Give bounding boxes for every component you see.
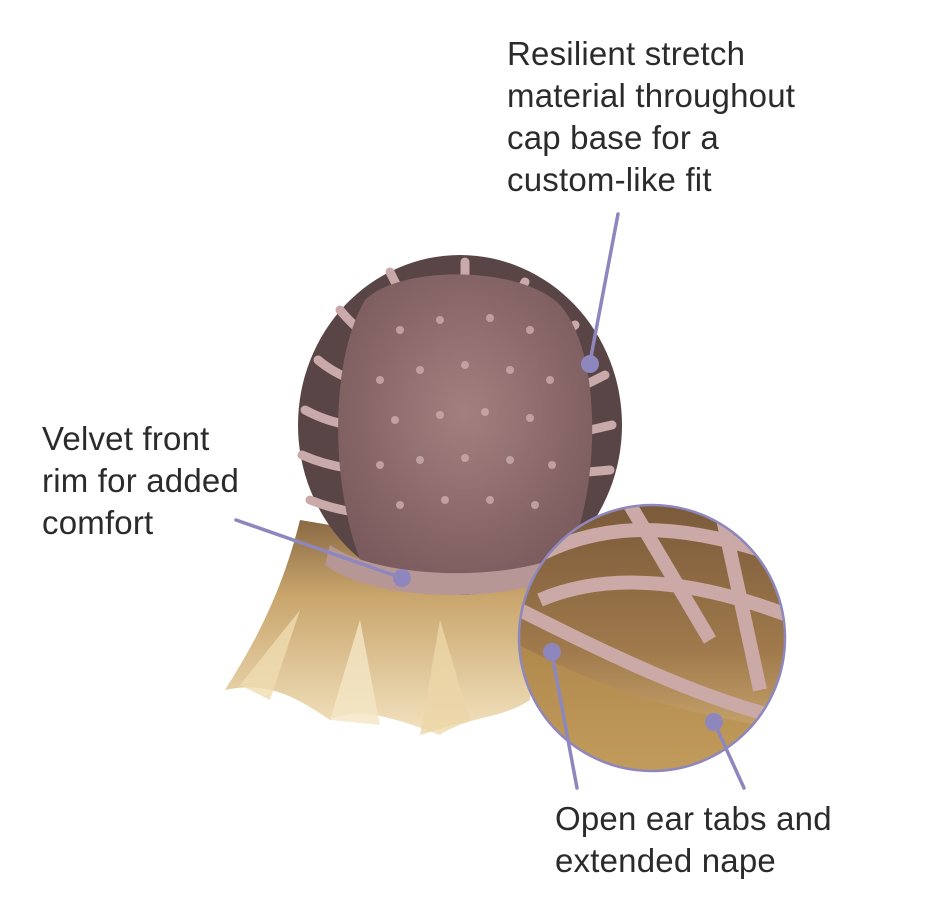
leader-lines [234,212,746,790]
callout-line: Velvet front [42,420,210,457]
callout-line: Open ear tabs and [555,800,832,837]
wig-cap [297,255,622,595]
leader-dot-ear-tab [543,643,561,661]
callout-line: rim for added [42,462,240,499]
leader-line-velvet [234,518,404,580]
callout-stretch-material: Resilient stretch material throughout ca… [507,33,795,201]
callout-line: extended nape [555,842,776,879]
zoom-detail-circle [517,503,787,773]
leader-line-ear-tab [550,652,579,790]
callout-line: custom-like fit [507,161,712,198]
leader-dot-stretch [581,355,599,373]
callout-line: comfort [42,504,154,541]
callout-ear-tabs: Open ear tabs and extended nape [555,798,832,882]
callout-velvet-rim: Velvet front rim for added comfort [42,418,239,544]
callout-line: material throughout [507,77,796,114]
leader-dot-velvet [393,569,411,587]
callout-line: Resilient stretch [507,35,746,72]
leader-dot-nape [705,713,723,731]
leader-line-stretch [588,212,620,364]
callout-line: cap base for a [507,119,719,156]
leader-line-nape [712,720,746,790]
leader-dots [393,355,723,731]
